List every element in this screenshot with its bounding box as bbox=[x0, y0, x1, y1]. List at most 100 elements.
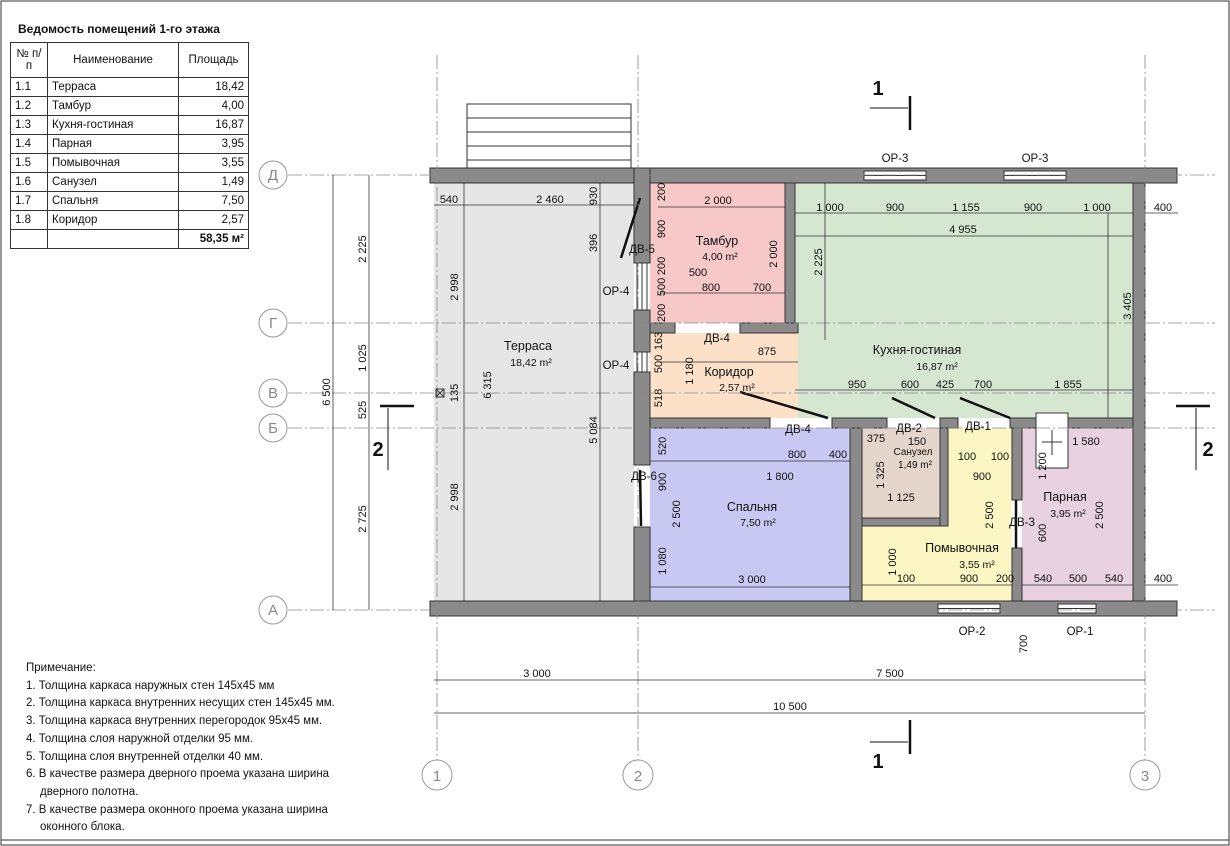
label-op3-b: ОР-3 bbox=[1022, 153, 1049, 165]
dim-text-v: 600 bbox=[1037, 524, 1049, 542]
dim-text-v: 5 084 bbox=[588, 416, 600, 444]
dim-text: 200 bbox=[996, 573, 1014, 585]
room-corridor-fill bbox=[650, 333, 798, 418]
axis-label-v: В bbox=[268, 385, 278, 402]
room-bedroom-name: Спальня bbox=[727, 500, 777, 514]
dim-text: 1 125 bbox=[887, 492, 915, 504]
room-vestibule-name: Тамбур bbox=[696, 234, 738, 248]
dim-text: 2 460 bbox=[536, 194, 564, 206]
axis-label-1: 1 bbox=[433, 768, 441, 785]
room-kitchen-name: Кухня-гостиная bbox=[873, 343, 961, 357]
dim-text-v: 2 225 bbox=[357, 235, 369, 263]
header-name: Наименование bbox=[47, 42, 179, 78]
row-area: 7,50 bbox=[178, 191, 249, 211]
label-dv4-a: ДВ-4 bbox=[704, 333, 730, 345]
label-op4-b: ОР-4 bbox=[603, 360, 630, 372]
dim-text: 7 500 bbox=[876, 668, 904, 680]
dim-text: 540 bbox=[1105, 573, 1123, 585]
room-bedroom-area: 7,50 m² bbox=[740, 517, 776, 529]
dim-text-v: 900 bbox=[657, 473, 669, 491]
dim-text: 800 bbox=[702, 282, 720, 294]
dim-text: 100 bbox=[958, 451, 976, 463]
dim-text-v: 163 bbox=[653, 332, 665, 350]
dim-text: 500 bbox=[689, 267, 707, 279]
doors bbox=[619, 197, 1018, 548]
table-header-row: № п/п Наименование Площадь bbox=[10, 42, 249, 78]
note-line: 2. Толщина каркаса внутренних несущих ст… bbox=[26, 697, 335, 710]
dim-text: 900 bbox=[960, 573, 978, 585]
axis-label-b: Б bbox=[268, 420, 278, 437]
axis-label-a: А bbox=[268, 602, 278, 619]
dim-text-v: 2 500 bbox=[984, 501, 996, 529]
dim-text-v: 1 080 bbox=[657, 547, 669, 575]
note-line: 7. В качестве размера оконного проема ук… bbox=[26, 803, 328, 816]
dim-text: 10 500 bbox=[773, 701, 807, 713]
dim-text-v: 930 bbox=[588, 187, 600, 205]
dim-text: 950 bbox=[848, 379, 866, 391]
dim-text: 2 000 bbox=[704, 195, 732, 207]
note-line: 4. Толщина слоя наружной отделки 95 мм. bbox=[26, 732, 254, 745]
room-terrace-area: 18,42 m² bbox=[510, 357, 552, 369]
label-dv3: ДВ-3 bbox=[1009, 517, 1035, 529]
row-name: Помывочная bbox=[47, 153, 179, 173]
dim-text-v: 2 225 bbox=[813, 248, 825, 276]
row-num: 1.4 bbox=[10, 134, 48, 154]
dim-text: 1 000 bbox=[816, 202, 844, 214]
stove-chimney bbox=[1035, 412, 1069, 469]
dim-text-v: 135 bbox=[449, 384, 461, 402]
dim-text-v: 500 bbox=[656, 278, 668, 296]
schedule-title: Ведомость помещений 1-го этажа bbox=[18, 22, 220, 36]
dim-text: 540 bbox=[440, 194, 458, 206]
section-2-right: 2 bbox=[1202, 439, 1213, 461]
dim-text: 600 bbox=[901, 379, 919, 391]
dim-text: 875 bbox=[758, 346, 776, 358]
dim-text: 375 bbox=[867, 433, 885, 445]
label-dv1: ДВ-1 bbox=[965, 421, 991, 433]
dim-text: 3 000 bbox=[523, 668, 551, 680]
dim-text-v: 1 180 bbox=[684, 357, 696, 385]
room-terrace-fill bbox=[434, 183, 634, 601]
dim-text: 900 bbox=[1024, 202, 1042, 214]
dim-text: 1 000 bbox=[1083, 202, 1111, 214]
dim-text: 400 bbox=[829, 449, 847, 461]
dim-text: 4 955 bbox=[949, 224, 977, 236]
dim-text-v: 2 500 bbox=[1094, 501, 1106, 529]
total-area: 58,35 м² bbox=[178, 229, 249, 249]
section-1-bottom: 1 bbox=[872, 751, 883, 773]
row-num: 1.3 bbox=[10, 115, 48, 135]
dim-text: 1 580 bbox=[1072, 436, 1100, 448]
room-bathroom-area: 1,49 m² bbox=[898, 460, 933, 471]
dim-text-v: 520 bbox=[657, 437, 669, 455]
dim-text-v: 1 325 bbox=[875, 461, 887, 489]
dim-text-v: 396 bbox=[588, 234, 600, 252]
dim-text: 400 bbox=[1154, 202, 1172, 214]
dim-text: 800 bbox=[788, 449, 806, 461]
dimension-lines bbox=[332, 175, 1178, 714]
label-dv2: ДВ-2 bbox=[896, 423, 922, 435]
label-dv4-b: ДВ-4 bbox=[785, 424, 811, 436]
dim-text-v: 2 500 bbox=[671, 500, 683, 528]
label-op4-a: ОР-4 bbox=[603, 286, 630, 298]
note-line: 3. Толщина каркаса внутренних перегородо… bbox=[26, 715, 323, 728]
dim-text: 100 bbox=[897, 573, 915, 585]
note-line: 5. Толщина слоя внутренней отделки 40 мм… bbox=[26, 750, 264, 763]
dim-text: 1 800 bbox=[766, 471, 794, 483]
notes-title: Примечание: bbox=[26, 662, 96, 674]
label-op3-a: ОР-3 bbox=[882, 153, 909, 165]
section-2-left: 2 bbox=[372, 439, 383, 461]
label-op1: ОР-1 bbox=[1067, 626, 1094, 638]
room-bathroom-fill-top bbox=[862, 428, 942, 518]
room-kitchen-fill bbox=[795, 183, 1133, 418]
axis-label-g: Г bbox=[269, 315, 277, 332]
dim-text-v: 3 405 bbox=[1122, 292, 1134, 320]
dim-text-v: 518 bbox=[653, 389, 665, 407]
dim-text-v: 1 200 bbox=[1037, 452, 1049, 480]
table-total-row: 58,35 м² bbox=[10, 229, 249, 249]
row-num: 1.1 bbox=[10, 77, 48, 97]
